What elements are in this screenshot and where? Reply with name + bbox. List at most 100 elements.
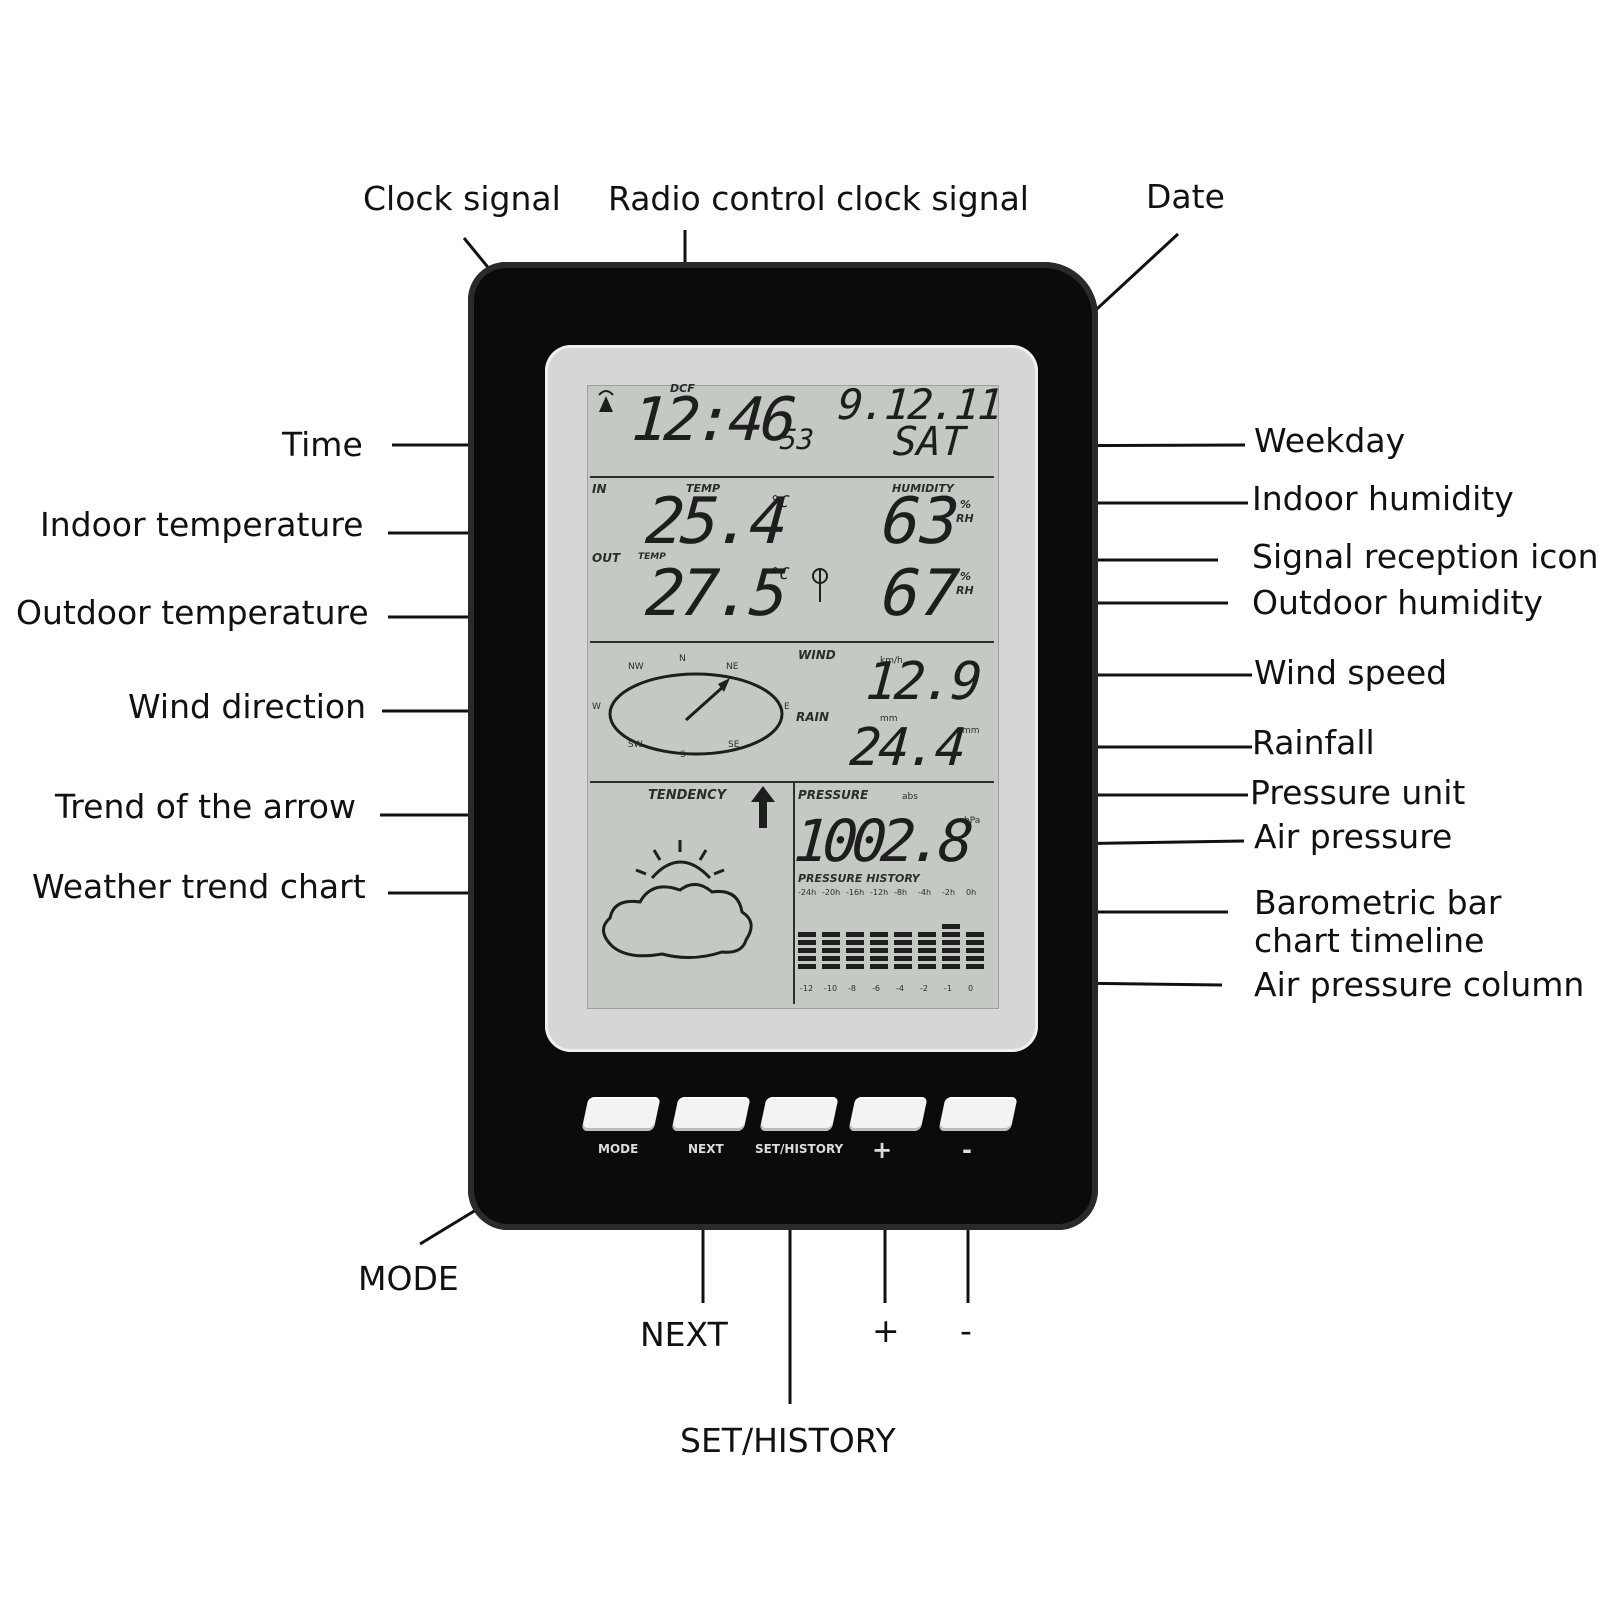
pressure-bar-segment — [846, 940, 864, 945]
history-bottom-tick: -4 — [896, 984, 904, 993]
time-display: 12:46 — [629, 385, 796, 455]
pressure-bar-segment — [918, 964, 936, 969]
wind-label: WIND — [798, 648, 836, 662]
callout-barometric-bar-line1: Barometric bar — [1254, 883, 1502, 922]
air-pressure-display: 1002.8 — [791, 807, 970, 875]
callout-rainfall: Rainfall — [1252, 723, 1375, 762]
pressure-bar-segment — [942, 932, 960, 937]
pressure-unit-label: abs — [902, 792, 918, 802]
compass-s: S — [680, 750, 686, 760]
callout-barometric-bar-line2: chart timeline — [1254, 921, 1485, 960]
pressure-bar-segment — [894, 932, 912, 937]
mode-button[interactable] — [581, 1097, 661, 1131]
pressure-bar-segment — [870, 956, 888, 961]
next-button-label: NEXT — [688, 1142, 724, 1156]
callout-wind-speed: Wind speed — [1254, 653, 1448, 692]
pressure-bar-segment — [846, 948, 864, 953]
callout-pressure-unit: Pressure unit — [1250, 773, 1466, 812]
pressure-history-bars — [798, 924, 984, 969]
pressure-bar-segment — [894, 940, 912, 945]
divider-time — [590, 476, 994, 478]
pressure-bar-segment — [846, 964, 864, 969]
pressure-bar-segment — [966, 964, 984, 969]
outdoor-rh-label: RH — [956, 584, 974, 597]
compass-nw: NW — [628, 662, 644, 672]
mode-button-label: MODE — [598, 1142, 639, 1156]
history-top-tick: -20h — [822, 888, 841, 897]
pressure-bar-segment — [942, 948, 960, 953]
callout-clock-signal: Clock signal — [363, 179, 561, 218]
compass-n: N — [679, 654, 686, 664]
pressure-bar-segment — [822, 940, 840, 945]
rainfall-display: 24.4 — [847, 718, 966, 778]
antenna-icon — [598, 390, 614, 412]
minus-button[interactable] — [938, 1097, 1018, 1131]
pressure-bar-segment — [918, 956, 936, 961]
pressure-label: PRESSURE — [798, 788, 869, 802]
indoor-pct-label: % — [960, 498, 972, 511]
pressure-bar-segment — [966, 948, 984, 953]
pressure-bar-segment — [894, 964, 912, 969]
compass-w: W — [592, 702, 601, 712]
pressure-bar-segment — [798, 932, 816, 937]
compass-e: E — [784, 702, 790, 712]
indoor-rh-label: RH — [956, 512, 974, 525]
pressure-bar-segment — [918, 940, 936, 945]
pressure-bar-segment — [894, 948, 912, 953]
outdoor-temp-unit: °C — [769, 564, 790, 583]
weekday-display: SAT — [891, 419, 967, 465]
out-label: OUT — [592, 551, 621, 565]
pressure-bar-segment — [870, 932, 888, 937]
next-button[interactable] — [671, 1097, 751, 1131]
minus-button-label: - — [962, 1136, 972, 1164]
callout-outdoor-temperature: Outdoor temperature — [16, 593, 369, 632]
set-history-button[interactable] — [759, 1097, 839, 1131]
temp-label-in: TEMP — [686, 482, 721, 495]
wind-compass-icon — [608, 672, 784, 756]
history-top-tick: -16h — [846, 888, 865, 897]
compass-se: SE — [728, 740, 740, 750]
pressure-value-unit: hPa — [964, 816, 981, 826]
divider-temp — [590, 641, 994, 643]
plus-button-label: + — [872, 1136, 893, 1164]
callout-indoor-humidity: Indoor humidity — [1252, 479, 1514, 518]
callout-next: NEXT — [640, 1315, 728, 1354]
pressure-bar-segment — [894, 956, 912, 961]
lcd-screen: DCF 12:46 53 9.12.11 SAT IN TEMP HUMIDIT… — [587, 380, 1003, 1009]
pressure-bar-segment — [798, 956, 816, 961]
history-top-tick: -4h — [918, 888, 932, 897]
pressure-bar-segment — [966, 940, 984, 945]
pressure-bar-segment — [870, 964, 888, 969]
signal-reception-icon — [812, 568, 828, 602]
history-bottom-tick: -6 — [872, 984, 880, 993]
pressure-bar-segment — [966, 956, 984, 961]
compass-sw: SW — [628, 740, 643, 750]
in-label: IN — [592, 482, 607, 496]
rain-unit-a: mm — [880, 714, 898, 724]
history-top-tick: 0h — [966, 888, 977, 897]
pressure-bar-segment — [798, 964, 816, 969]
dcf-label: DCF — [670, 382, 695, 395]
history-top-tick: -8h — [894, 888, 908, 897]
pressure-bar-segment — [942, 924, 960, 929]
callout-minus: - — [960, 1311, 972, 1350]
outdoor-humidity-display: 67 — [879, 557, 962, 631]
pressure-bar-segment — [870, 948, 888, 953]
pressure-bar-segment — [846, 956, 864, 961]
pressure-bar-segment — [918, 932, 936, 937]
pressure-bar-segment — [822, 964, 840, 969]
callout-signal-reception-icon: Signal reception icon — [1252, 537, 1599, 576]
rain-label: RAIN — [796, 710, 830, 724]
pressure-history-label: PRESSURE HISTORY — [798, 872, 920, 885]
wind-unit: km/h — [880, 656, 903, 666]
history-bottom-tick: -1 — [944, 984, 952, 993]
history-top-tick: -2h — [942, 888, 956, 897]
pressure-bar-segment — [822, 932, 840, 937]
outdoor-temp-display: 27.5 — [643, 557, 787, 631]
callout-radio-control-clock-signal: Radio control clock signal — [608, 179, 1029, 218]
plus-button[interactable] — [848, 1097, 928, 1131]
history-bottom-tick: -2 — [920, 984, 928, 993]
pressure-bar-segment — [870, 940, 888, 945]
history-top-tick: -12h — [870, 888, 889, 897]
rain-unit-b: mm — [962, 726, 980, 736]
